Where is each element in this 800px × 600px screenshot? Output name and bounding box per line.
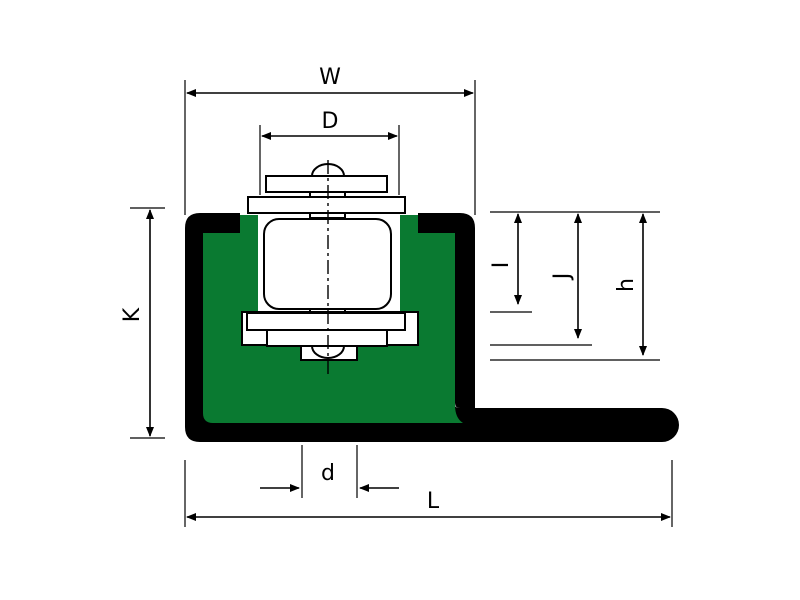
dimension-k-label: K — [120, 307, 145, 322]
dimension-i-label: I — [489, 262, 514, 269]
dimension-l-label: L — [427, 489, 440, 514]
dimension-d-label: d — [321, 461, 335, 486]
dimension-h-label: h — [614, 278, 639, 292]
dimension-D-label: D — [322, 109, 339, 134]
dimension-w-label: W — [319, 65, 341, 90]
dimension-j-label: J — [550, 273, 575, 282]
chain-link — [241, 163, 419, 361]
